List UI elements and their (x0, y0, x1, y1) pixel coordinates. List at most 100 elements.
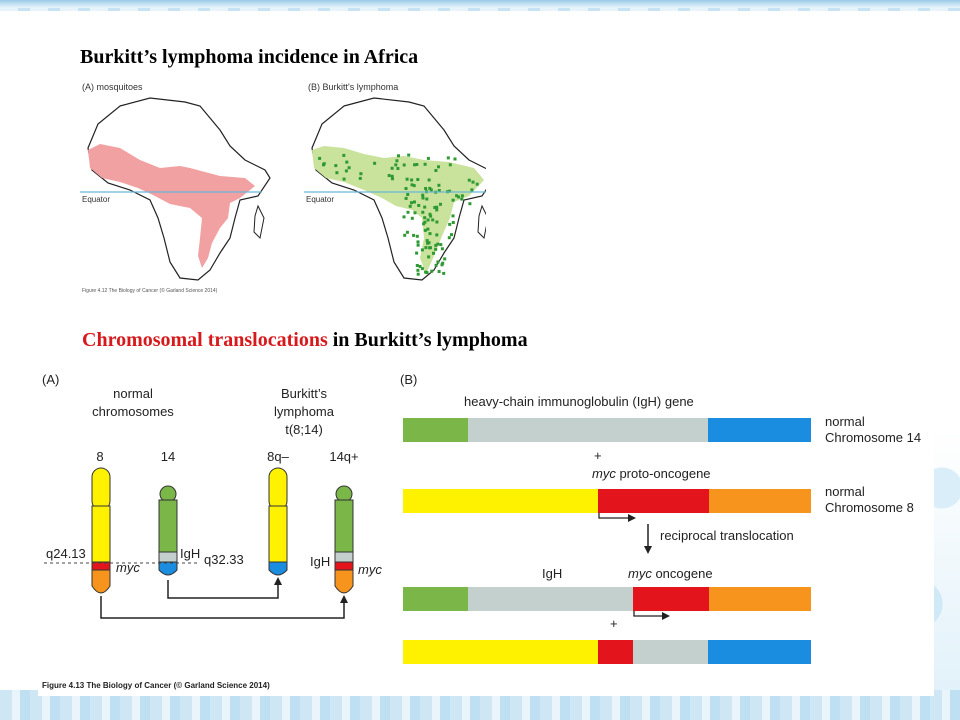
chromosome-8 (91, 467, 111, 594)
normal-label-line2: chromosomes (92, 404, 174, 419)
lymphoma-case-dot (358, 176, 362, 180)
lymphoma-case-dot (415, 251, 419, 255)
arrowhead-8q (274, 577, 282, 585)
lymphoma-case-dot (448, 189, 452, 193)
myc-label-8: myc (116, 560, 140, 575)
lymphoma-case-dot (423, 216, 427, 220)
lymphoma-case-dot (404, 196, 408, 200)
lymphoma-case-dot (322, 162, 326, 166)
burkitt-label-line1: Burkitt’s (281, 386, 327, 401)
lymphoma-case-dot (421, 196, 425, 200)
plus-sign-2: + (610, 616, 618, 631)
lymphoma-case-dot (425, 239, 429, 243)
lymphoma-case-dot (439, 243, 443, 247)
lymphoma-case-dot (440, 263, 444, 267)
lymphoma-case-dot (437, 270, 441, 273)
lymphoma-case-dot (342, 177, 346, 181)
chromosome-figure-svg: (A) normal chromosomes Burkitt’s lymphom… (42, 372, 921, 690)
lymphoma-case-dot (397, 154, 400, 158)
lymphoma-case-dot (408, 204, 412, 208)
lymphoma-case-dot (335, 171, 339, 175)
lymphoma-case-dot (467, 178, 471, 182)
chromosome-14 (158, 485, 178, 576)
lymphoma-case-dot (426, 227, 430, 231)
igh-label-14q: IgH (310, 554, 330, 569)
chrom-14q-label: 14q+ (329, 449, 358, 464)
map-section-title: Burkitt’s lymphoma incidence in Africa (80, 46, 419, 68)
madagascar-a (253, 204, 265, 240)
lymphoma-case-dot (412, 233, 416, 237)
lymphoma-case-dot (415, 234, 419, 238)
lymphoma-case-dot (460, 194, 464, 198)
lymphoma-case-dot (428, 246, 432, 250)
lymphoma-case-dot (447, 236, 451, 240)
lymphoma-case-dot (402, 215, 406, 219)
lymphoma-case-dot (442, 271, 446, 275)
lymphoma-case-dot (435, 205, 439, 209)
lymphoma-case-dot (431, 218, 435, 222)
normal-chr14-line2: Chromosome 14 (825, 430, 921, 445)
lymphoma-case-dot (471, 180, 475, 184)
transcription-arrowhead-2 (662, 612, 670, 620)
myc-onco-label: myc oncogene (628, 566, 713, 581)
lymphoma-case-dot (318, 156, 322, 160)
chromosome-8q-minus (268, 467, 288, 576)
map-figure-caption: Figure 4.12 The Biology of Cancer (© Gar… (82, 287, 218, 294)
lymphoma-case-dot (421, 193, 425, 197)
lymphoma-case-dot (403, 233, 407, 237)
lymphoma-case-dot (427, 255, 431, 259)
lymphoma-case-dot (428, 232, 432, 236)
reciprocal-arrowhead (644, 546, 652, 554)
lymphoma-case-dot (428, 212, 432, 216)
lymphoma-case-dot (415, 163, 419, 166)
chrom-14-label: 14 (161, 449, 175, 464)
lymphoma-case-dot (455, 194, 459, 198)
igh-label-b: IgH (542, 566, 562, 581)
lymphoma-case-dot (416, 243, 420, 247)
normal-chr8-line1: normal (825, 484, 865, 499)
africa-map-a (87, 97, 271, 281)
lymphoma-case-dot (334, 164, 338, 168)
igh-gene-label: heavy-chain immunoglobulin (IgH) gene (464, 394, 694, 409)
lymphoma-case-dot (450, 233, 453, 237)
lymphoma-case-dot (410, 201, 413, 205)
lymphoma-case-dot (410, 178, 414, 182)
lymphoma-case-dot (395, 159, 399, 163)
chromosome-section-title: Chromosomal translocations in Burkitt’s … (82, 329, 528, 352)
africa-maps-figure: (A) mosquitoes Equator (B) Burkitt's lym… (80, 78, 495, 296)
africa-map-b (311, 97, 495, 281)
lymphoma-case-dot (406, 210, 410, 214)
panel-a-label: (A) mosquitoes (82, 82, 143, 92)
chromosome-title-red: Chromosomal translocations (82, 329, 328, 351)
lymphoma-case-dot (390, 166, 394, 170)
myc-onco-italic: myc (628, 566, 652, 581)
lymphoma-case-dot (443, 257, 447, 261)
lymphoma-case-dot (423, 220, 427, 224)
lymphoma-case-dot (429, 188, 433, 192)
myc-proto-italic: myc (592, 466, 616, 481)
lymphoma-case-dot (434, 263, 438, 267)
lymphoma-case-dot (437, 189, 441, 192)
lymphoma-case-dot (413, 163, 416, 167)
lymphoma-case-dot (421, 210, 425, 214)
lymphoma-case-dot (423, 205, 427, 209)
lymphoma-region (312, 146, 484, 274)
lymphoma-case-dot (446, 156, 450, 160)
lymphoma-case-dot (391, 177, 394, 181)
lymphoma-case-dot (427, 178, 431, 182)
equator-label-a: Equator (82, 195, 110, 204)
lymphoma-case-dot (441, 261, 445, 265)
myc-onco-rest: oncogene (652, 566, 713, 581)
lymphoma-case-dot (387, 174, 391, 177)
normal-chr14-line1: normal (825, 414, 865, 429)
lymphoma-case-dot (423, 228, 427, 232)
chrom-panel-b-label: (B) (400, 372, 417, 387)
plus-sign-1: + (594, 448, 602, 463)
lymphoma-case-dot (394, 163, 398, 167)
lymphoma-case-dot (453, 157, 457, 161)
chromosome-title-rest: in Burkitt’s lymphoma (327, 329, 528, 351)
arrowhead-14q (340, 595, 348, 603)
lymphoma-case-dot (424, 246, 428, 250)
lymphoma-case-dot (396, 167, 400, 170)
lymphoma-case-dot (429, 214, 433, 218)
